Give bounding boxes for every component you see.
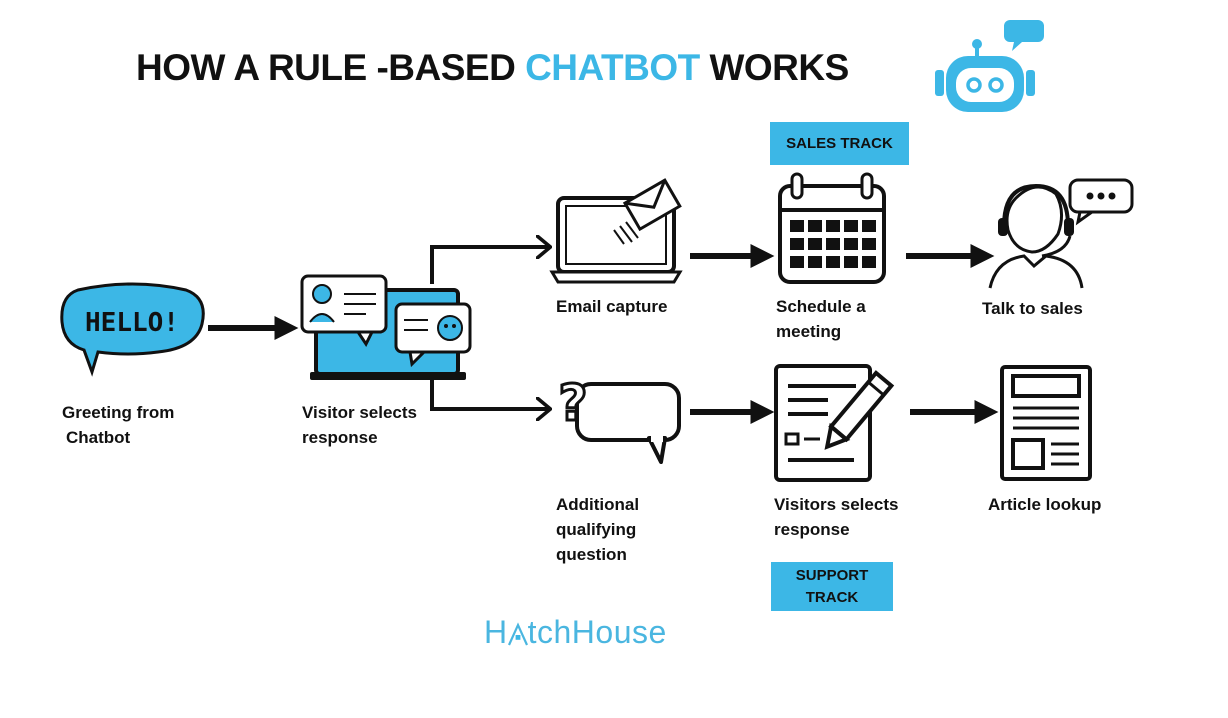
- label-visitors-selects: Visitors selects response: [774, 495, 899, 539]
- arrow-branch-sales: [430, 247, 550, 284]
- title-part2: WORKS: [699, 47, 849, 88]
- label-greeting: Greeting from Chatbot: [62, 403, 175, 447]
- calendar-icon: [778, 172, 886, 284]
- arrow-branch-support: [430, 378, 550, 409]
- support-track-badge: SUPPORT TRACK: [771, 562, 893, 611]
- article-icon: [1000, 365, 1092, 481]
- laptop-chat-icon: [300, 274, 472, 380]
- hello-bubble-icon: HELLO!: [60, 282, 205, 377]
- label-schedule: Schedule a meeting: [776, 297, 866, 341]
- form-pen-icon: [774, 364, 895, 482]
- title-accent: CHATBOT: [525, 47, 700, 88]
- page-title: HOW A RULE -BASED CHATBOT WORKS: [136, 44, 849, 92]
- hello-text: HELLO!: [85, 308, 179, 338]
- question-bubble-icon: ?: [557, 373, 681, 464]
- label-talk-sales: Talk to sales: [982, 299, 1083, 318]
- sales-agent-icon: [988, 178, 1134, 289]
- email-laptop-icon: [549, 178, 683, 284]
- label-additional: Additional qualifying question: [556, 495, 640, 564]
- title-part1: HOW A RULE -BASED: [136, 47, 526, 88]
- label-email-capture: Email capture: [556, 297, 668, 316]
- house-roof-icon: [507, 622, 528, 646]
- svg-text:?: ?: [558, 374, 587, 432]
- label-article: Article lookup: [988, 495, 1102, 514]
- robot-icon: [935, 20, 1044, 112]
- label-visitor-selects: Visitor selects response: [302, 403, 417, 447]
- sales-track-badge: SALES TRACK: [770, 122, 909, 165]
